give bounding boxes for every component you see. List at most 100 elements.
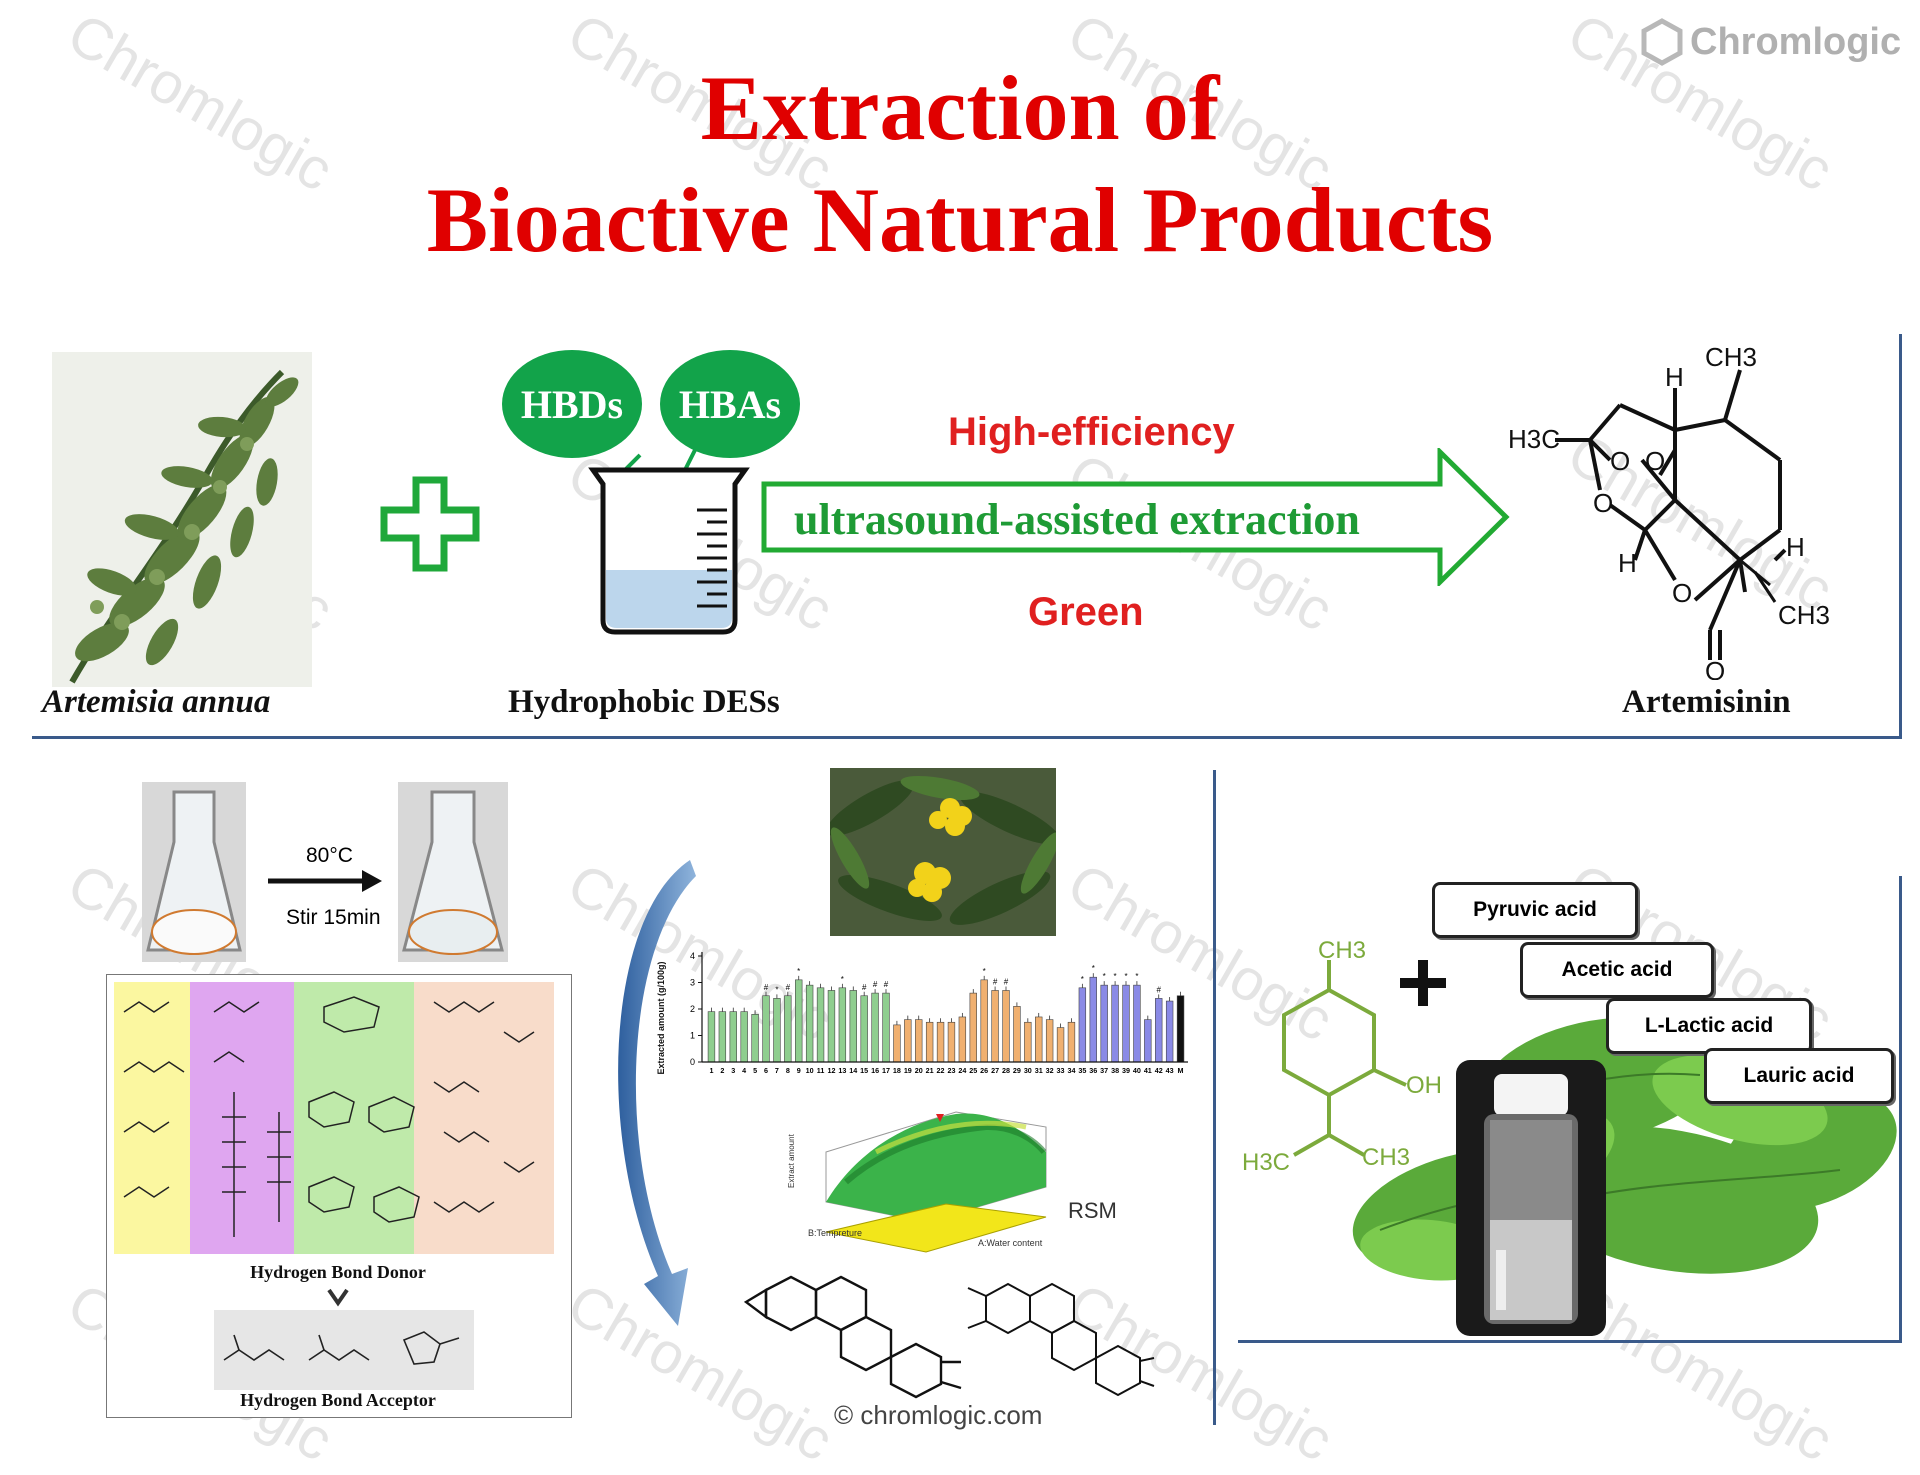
arrow-bottom-text: Green xyxy=(1028,590,1144,634)
significance-mark: * xyxy=(983,967,986,976)
chart-bar xyxy=(1176,995,1185,1063)
process-arrow-icon xyxy=(761,448,1510,586)
chart-bar xyxy=(827,990,836,1063)
chart-bar xyxy=(784,995,792,1063)
chevron-down-icon xyxy=(327,1288,349,1307)
footer-credit: © chromlogic.com xyxy=(834,1400,1043,1430)
x-tick-label: 18 xyxy=(893,1066,901,1075)
flask-after-image xyxy=(398,782,508,962)
x-tick-label: 25 xyxy=(969,1066,977,1075)
chart-bar xyxy=(936,1021,945,1063)
acid-lactic: L-Lactic acid xyxy=(1606,998,1812,1054)
temp-label: 80°C xyxy=(306,844,353,867)
heat-arrow-icon xyxy=(268,870,382,892)
significance-mark: * xyxy=(1124,972,1127,981)
acceptor-structures xyxy=(214,1310,474,1390)
x-tick-label: 14 xyxy=(849,1066,857,1075)
chart-bar xyxy=(1002,990,1010,1063)
x-tick-label: 33 xyxy=(1057,1066,1065,1075)
donor-label: Hydrogen Bond Donor xyxy=(250,1262,426,1282)
plant-label: Artemisia annua xyxy=(42,684,271,720)
chart-bar xyxy=(1122,984,1130,1063)
chart-bar xyxy=(1067,1021,1076,1063)
x-tick-label: 39 xyxy=(1122,1066,1130,1075)
bar-chart-y-label: Extracted amount (g/100g) xyxy=(656,961,666,1074)
x-tick-label: 11 xyxy=(817,1066,825,1075)
chart-bar xyxy=(1056,1027,1065,1063)
mol-o-ring: O xyxy=(1672,578,1692,608)
significance-mark: * xyxy=(1081,975,1084,984)
x-tick-label: 12 xyxy=(827,1066,835,1075)
significance-mark: # xyxy=(873,980,878,989)
x-tick-label: 31 xyxy=(1035,1066,1043,1075)
hba-bubble: HBAs xyxy=(660,350,800,458)
chart-bar xyxy=(991,990,999,1063)
right-panel-bottom-border xyxy=(1238,1340,1902,1343)
hbd-bubble: HBDs xyxy=(502,350,642,458)
x-tick-label: 34 xyxy=(1067,1066,1075,1075)
menthol-ch3: CH3 xyxy=(1318,937,1366,964)
x-tick-label: 35 xyxy=(1078,1066,1086,1075)
flower-plant-image xyxy=(830,768,1056,936)
x-tick-label: 30 xyxy=(1024,1066,1032,1075)
menthol-ch3b: CH3 xyxy=(1362,1144,1410,1171)
des-vial-image xyxy=(1456,1060,1606,1336)
alkaloid-structure-2 xyxy=(967,1282,1155,1397)
acid-label: Acetic acid xyxy=(1561,958,1673,981)
significance-mark: * xyxy=(797,967,800,976)
chart-bar xyxy=(980,979,988,1063)
top-panel-bottom-border xyxy=(32,736,1902,739)
y-tick-label: 4 xyxy=(690,951,695,961)
x-tick-label: 38 xyxy=(1111,1066,1119,1075)
artemisia-plant-image xyxy=(52,352,312,687)
x-tick-label: 42 xyxy=(1155,1066,1163,1075)
surface-a-label: A:Water content xyxy=(978,1238,1043,1248)
chart-bar xyxy=(1133,984,1141,1063)
page-title-line1: Extraction of xyxy=(700,57,1220,159)
chart-bar xyxy=(958,1016,967,1063)
significance-mark: # xyxy=(993,977,998,986)
menthol-oh: OH xyxy=(1406,1072,1442,1099)
chart-bar xyxy=(925,1021,934,1063)
rsm-surface-plot: Extract amount xyxy=(787,1111,1047,1253)
hexagon-logo-icon xyxy=(1641,18,1683,66)
x-tick-label: 1 xyxy=(709,1066,713,1075)
mol-o3: O xyxy=(1593,488,1613,518)
x-tick-label: 13 xyxy=(838,1066,846,1075)
significance-mark: * xyxy=(1092,964,1095,973)
logo-text: Chromlogic xyxy=(1690,20,1902,63)
chart-bar xyxy=(1045,1019,1054,1063)
flask-before-image xyxy=(142,782,246,962)
x-tick-label: 15 xyxy=(860,1066,868,1075)
chart-bar xyxy=(1024,1021,1032,1063)
stir-label: Stir 15min xyxy=(286,906,381,929)
y-tick-label: 0 xyxy=(690,1057,695,1067)
chart-bar xyxy=(805,984,814,1063)
page-title-line2: Bioactive Natural Products xyxy=(426,169,1494,271)
chart-bar xyxy=(1111,984,1119,1063)
x-tick-label: 19 xyxy=(904,1066,912,1075)
x-tick-label: 21 xyxy=(926,1066,934,1075)
x-tick-label: 22 xyxy=(937,1066,945,1075)
x-tick-label: 26 xyxy=(980,1066,988,1075)
chart-bar xyxy=(740,1011,748,1063)
x-tick-label: 40 xyxy=(1133,1066,1141,1075)
menthol-structure: CH3 OH H3C CH3 xyxy=(1242,937,1442,1176)
mol-h-top: H xyxy=(1665,362,1684,392)
donor-column-green xyxy=(294,982,414,1254)
chart-bar xyxy=(860,995,868,1063)
chart-bar xyxy=(904,1019,912,1063)
chart-bar xyxy=(816,987,825,1063)
chart-bar xyxy=(751,1014,759,1063)
x-tick-label: 4 xyxy=(742,1066,746,1075)
significance-mark: # xyxy=(786,983,791,992)
mol-h-left: H xyxy=(1618,548,1637,578)
x-tick-label: 7 xyxy=(775,1066,779,1075)
acceptor-structures-drawing xyxy=(223,1331,460,1365)
chart-bar xyxy=(1089,976,1097,1063)
chart-bar xyxy=(1165,1000,1174,1063)
acid-label: Pyruvic acid xyxy=(1473,898,1597,921)
green-plus-icon xyxy=(380,476,480,572)
x-tick-label: 6 xyxy=(764,1066,768,1075)
